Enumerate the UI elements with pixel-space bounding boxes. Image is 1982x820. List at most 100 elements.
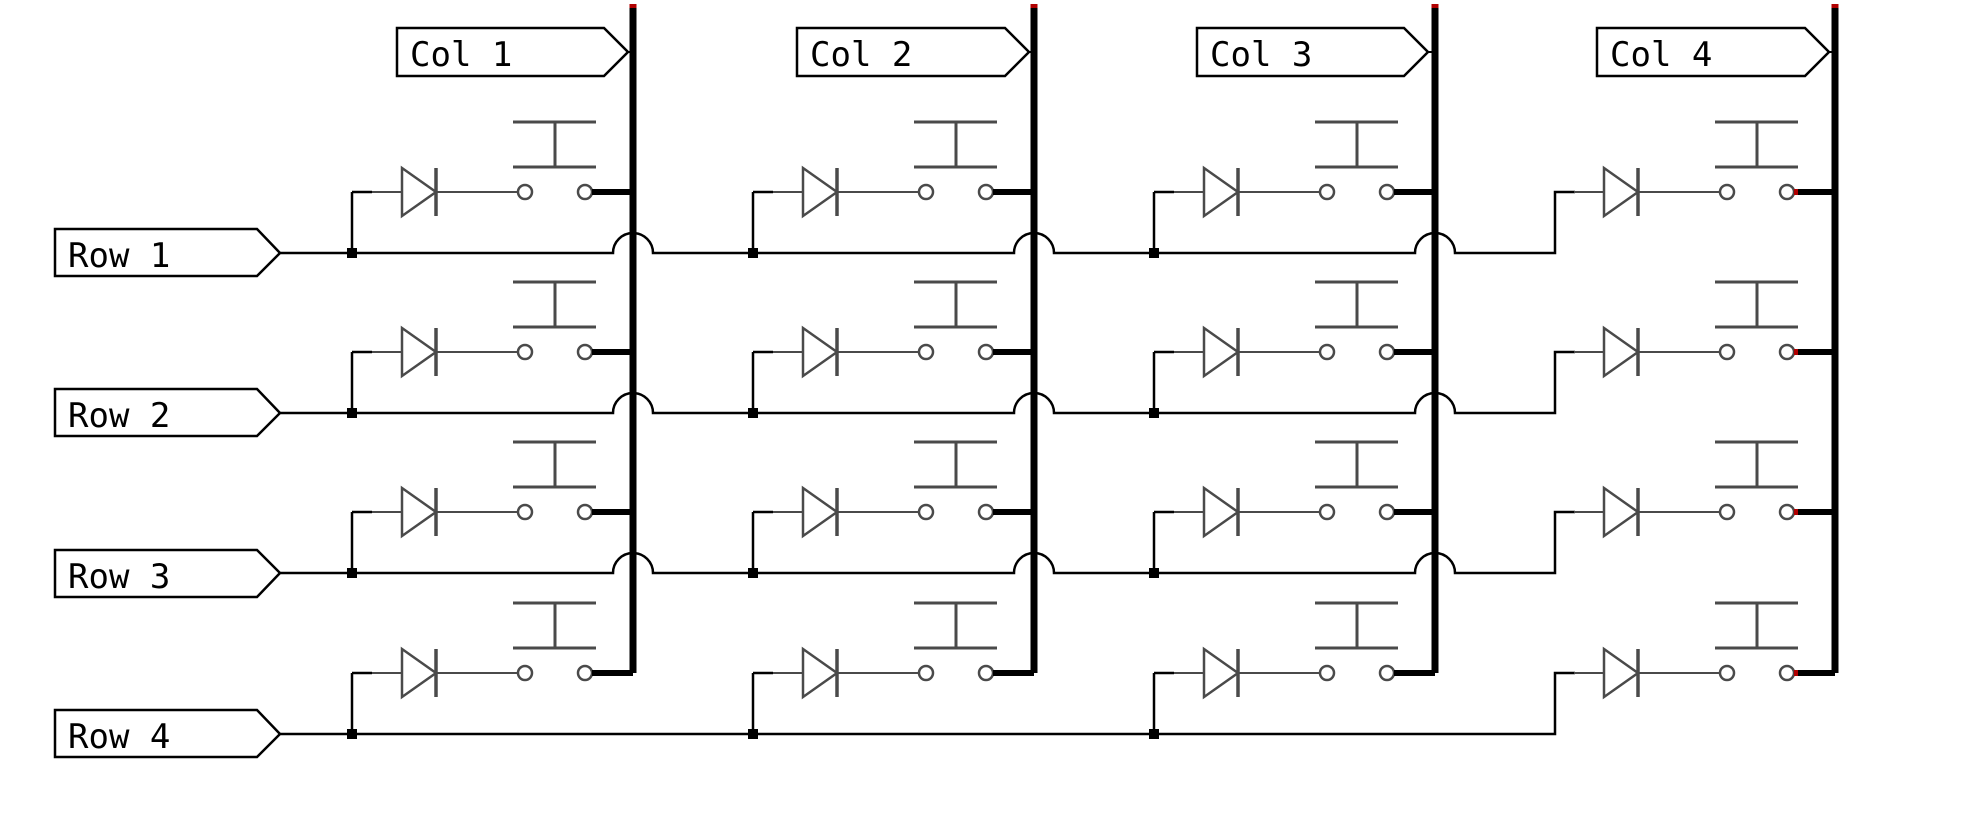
key-cell (347, 440, 633, 578)
diode-symbol (801, 646, 840, 700)
switch-contact (1378, 343, 1396, 361)
diode-symbol (400, 325, 439, 379)
diode-symbol (801, 165, 840, 219)
col-label-flag (795, 26, 1031, 78)
row-label-1: Row 1 (53, 227, 282, 278)
junction-dot (1149, 729, 1159, 739)
switch-contact (576, 343, 594, 361)
switch-contact (1778, 503, 1796, 521)
diode-symbol (1602, 325, 1641, 379)
col-label-text: Col 3 (1210, 35, 1312, 75)
row-label-text: Row 2 (68, 396, 170, 436)
diode-symbol (1602, 646, 1641, 700)
col-label-text: Col 4 (1610, 35, 1712, 75)
junction-dot (347, 248, 357, 258)
col-label-flag (395, 26, 630, 78)
row-label-flag (53, 708, 282, 759)
key-cell (1574, 280, 1835, 379)
switch-contact (977, 664, 995, 682)
junction-dot (748, 248, 758, 258)
switch-contact (917, 664, 935, 682)
row-label-text: Row 4 (68, 717, 170, 757)
switch-contact (576, 183, 594, 201)
key-cell (1574, 601, 1835, 700)
switch-contact (1318, 503, 1336, 521)
switch-contact (1718, 183, 1736, 201)
column-buses (629, 4, 1839, 673)
switch-contact (576, 664, 594, 682)
key-cell (347, 601, 633, 739)
diode-symbol (400, 485, 439, 539)
col-label-3: Col 3 (1195, 26, 1436, 78)
col-label-text: Col 2 (810, 35, 912, 75)
switch-contact (977, 503, 995, 521)
switch-contact (1378, 183, 1396, 201)
diode-symbol (1202, 165, 1241, 219)
key-cell (347, 120, 633, 258)
switch-contact (917, 503, 935, 521)
switch-contact (1718, 343, 1736, 361)
switch-contact (1378, 503, 1396, 521)
switch-contact (977, 183, 995, 201)
diode-symbol (1202, 646, 1241, 700)
key-cell (748, 280, 1034, 418)
diode-symbol (1602, 485, 1641, 539)
junction-dot (1149, 248, 1159, 258)
col-label-flag (1595, 26, 1831, 78)
junction-dot (748, 408, 758, 418)
switch-contact (1718, 664, 1736, 682)
row-label-3: Row 3 (53, 548, 282, 599)
switch-contact (1318, 664, 1336, 682)
diode-symbol (400, 646, 439, 700)
key-cell (1149, 280, 1435, 418)
row-label-2: Row 2 (53, 387, 282, 438)
key-cell (1149, 120, 1435, 258)
row-wires (280, 190, 1575, 736)
switch-contact (1718, 503, 1736, 521)
junction-dot (1149, 408, 1159, 418)
switch-contact (516, 343, 534, 361)
row-label-4: Row 4 (53, 708, 282, 759)
switch-contact (516, 664, 534, 682)
junction-dot (748, 729, 758, 739)
key-cell (1149, 440, 1435, 578)
row-label-text: Row 1 (68, 236, 170, 276)
switch-contact (917, 343, 935, 361)
col-label-1: Col 1 (395, 26, 635, 78)
switch-contact (516, 503, 534, 521)
col-label-flag (1195, 26, 1430, 78)
switch-contact (1778, 343, 1796, 361)
row-label-flag (53, 227, 282, 278)
key-cell (1574, 120, 1835, 219)
row-wire (280, 671, 1575, 736)
junction-dot (347, 568, 357, 578)
switch-contact (977, 343, 995, 361)
diode-symbol (1602, 165, 1641, 219)
key-cell (748, 120, 1034, 258)
row-wire (280, 190, 1575, 255)
key-cell (347, 280, 633, 418)
switch-contact (1778, 664, 1796, 682)
junction-dot (347, 408, 357, 418)
junction-dot (1149, 568, 1159, 578)
key-switch-cells (347, 120, 1835, 739)
switch-contact (1318, 343, 1336, 361)
diode-symbol (801, 325, 840, 379)
switch-contact (516, 183, 534, 201)
diode-symbol (801, 485, 840, 539)
col-label-text: Col 1 (410, 35, 512, 75)
diode-symbol (1202, 325, 1241, 379)
key-cell (748, 601, 1034, 739)
row-label-flag (53, 387, 282, 438)
key-cell (1149, 601, 1435, 739)
diode-symbol (1202, 485, 1241, 539)
switch-contact (576, 503, 594, 521)
col-label-2: Col 2 (795, 26, 1036, 78)
col-label-4: Col 4 (1595, 26, 1837, 78)
row-label-flag (53, 548, 282, 599)
key-cell (1574, 440, 1835, 539)
key-cell (748, 440, 1034, 578)
switch-contact (1318, 183, 1336, 201)
junction-dot (347, 729, 357, 739)
